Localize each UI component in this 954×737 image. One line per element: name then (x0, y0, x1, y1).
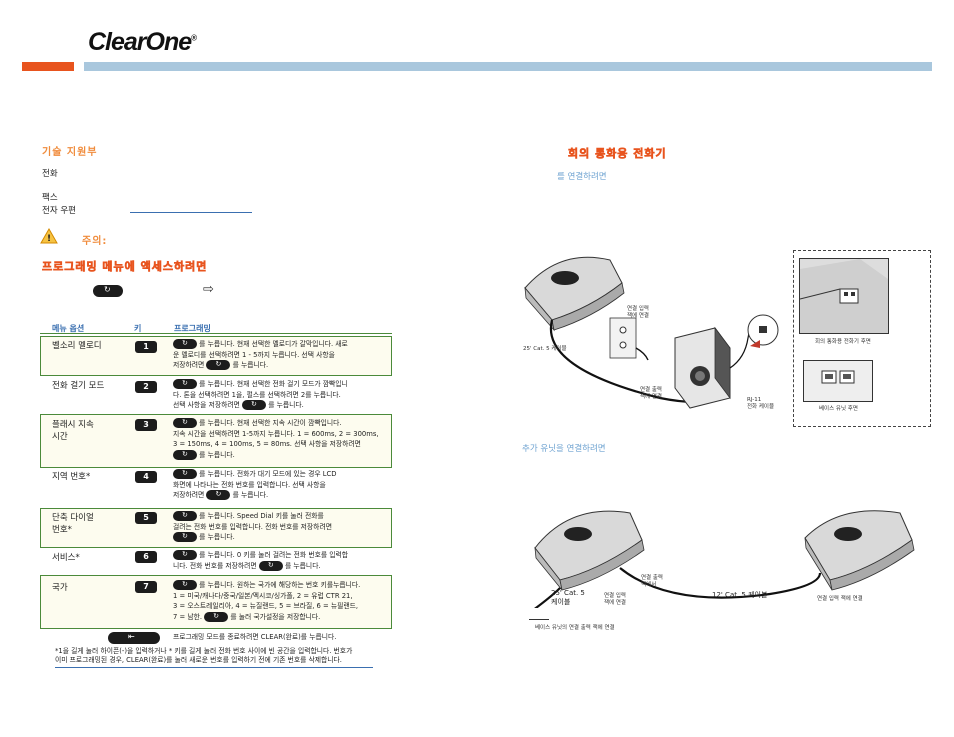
option-dial-mode: 전화 걸기 모드 (52, 381, 105, 391)
label-output-jack-b: 연결 출력 잭에서 (641, 575, 663, 588)
program-key-icon (173, 468, 197, 479)
label-output-jack: 연결 출력 잭에 연결 (640, 387, 662, 400)
desc-flash-duration: 를 누릅니다. 현재 선택한 지속 시간이 깜빡입니다. 지속 시간을 선택하려… (173, 417, 385, 460)
program-key-icon (173, 531, 197, 542)
phone-label: 전화 (42, 169, 58, 179)
note-label: 주의: (82, 236, 108, 247)
phone-back-image (799, 258, 889, 334)
table-row (40, 414, 392, 468)
footnote: *1을 길게 눌러 하이픈(-)을 입력하거나 * 키를 길게 눌러 전화 번호… (55, 647, 353, 664)
program-key-icon (258, 560, 283, 571)
key-1-icon: 1 (135, 341, 157, 353)
desc-country: 를 누릅니다. 원하는 국가에 해당하는 번호 키를누릅니다. 1 = 미국/캐… (173, 579, 385, 622)
orange-accent-bar (22, 62, 74, 71)
leader-line (529, 619, 549, 620)
desc-dial-mode: 를 누릅니다. 현재 선택한 전화 걸기 모드가 깜빡입니 다. 톤을 선택하려… (173, 378, 385, 411)
program-key-icon (173, 417, 197, 428)
option-flash-duration: 플래시 지속 시간 (52, 420, 94, 442)
label-input-jack: 연결 입력 잭에 연결 (627, 306, 649, 319)
connect-subheading: 를 연결하려면 (557, 172, 607, 182)
clearone-logo: ClearOne® (88, 28, 197, 56)
email-label: 전자 우편 (42, 206, 76, 216)
key-4-icon: 4 (135, 471, 157, 483)
connection-diagram (524, 256, 779, 409)
program-key-icon (173, 338, 197, 349)
label-25ft-cable: 25' Cat. 5 케이블 (523, 346, 567, 352)
label-base-output: 베이스 유닛의 연결 출력 잭에 연결 (535, 625, 615, 631)
program-key-icon (242, 399, 267, 410)
desc-service: 를 누릅니다. 0 키를 눌러 걸려는 전화 번호를 입력합 니다. 전화 번호… (173, 549, 385, 571)
blue-header-bar (84, 62, 932, 71)
option-speed-dial: 단축 다이얼 번호* (52, 513, 94, 535)
label-input-jack-b: 연결 입력 잭에 연결 (604, 593, 626, 606)
daisy-chain-diagram (534, 510, 915, 608)
desc-ringer-melody: 를 누릅니다. 현재 선택한 멜로디가 갈막입니다. 새로 운 멜로디를 선택하… (173, 338, 385, 371)
label-base-back: 베이스 유닛 후면 (819, 406, 858, 412)
label-rj11-cable: RJ-11 전화 케이블 (747, 397, 775, 410)
program-key-icon (173, 378, 197, 389)
col-menu-option: 메뉴 옵션 (52, 324, 85, 333)
desc-speed-dial: 를 누릅니다. Speed Dial 키를 눌러 전화를 걸려는 전화 번호를 … (173, 510, 385, 543)
footnote-rule (55, 667, 373, 668)
support-heading: 기술 지원부 (42, 147, 98, 158)
program-key-icon (173, 549, 197, 560)
program-key-icon (173, 449, 197, 460)
fax-label: 팩스 (42, 193, 58, 203)
arrow-icon: ⇨ (203, 282, 214, 297)
table-row (40, 508, 392, 548)
option-area-code: 지역 번호* (52, 472, 91, 482)
program-key-icon (173, 579, 197, 590)
option-ringer-melody: 벨소리 멜로디 (52, 341, 102, 351)
label-phone-back: 회의 통화용 전화기 후면 (815, 339, 871, 345)
program-key-icon (206, 489, 231, 500)
base-back-image (803, 360, 873, 402)
program-key-icon (206, 359, 231, 370)
warning-icon: ! (40, 227, 58, 248)
email-link-underline[interactable] (130, 212, 252, 213)
key-5-icon: 5 (135, 512, 157, 524)
table-row (40, 336, 392, 376)
exit-instruction: 프로그래밍 모드를 종료하려면 CLEAR(완료)를 누릅니다. (173, 633, 337, 641)
label-25ft-cable-b: 25' Cat. 5 케이블 (551, 589, 585, 606)
program-key-icon (204, 611, 229, 622)
desc-area-code: 를 누릅니다. 전화가 대기 모드에 있는 경우 LCD 화면에 나타나는 전화… (173, 468, 385, 501)
label-12ft-cable: 12' Cat. 5 케이블 (712, 591, 768, 599)
table-header-rule (40, 333, 392, 334)
add-units-heading: 추가 유닛을 연결하려면 (522, 444, 606, 454)
key-6-icon: 6 (135, 551, 157, 563)
option-country: 국가 (52, 583, 68, 593)
key-7-icon: 7 (135, 581, 157, 593)
clear-key-icon: ⇤ (108, 632, 160, 644)
programming-heading: 프로그래밍 메뉴에 액세스하려면 (42, 260, 208, 274)
col-key: 키 (134, 324, 142, 333)
key-2-icon: 2 (135, 381, 157, 393)
program-key-icon: ↻ (93, 285, 123, 297)
conference-phone-heading: 회의 통화용 전화기 (568, 147, 667, 161)
option-service: 서비스* (52, 553, 80, 563)
svg-text:!: ! (47, 234, 51, 244)
col-programming: 프로그래밍 (174, 324, 211, 333)
program-key-icon (173, 510, 197, 521)
key-3-icon: 3 (135, 419, 157, 431)
rear-view-inset (793, 250, 931, 427)
label-input-jack-c: 연결 입력 잭에 연결 (817, 596, 863, 602)
